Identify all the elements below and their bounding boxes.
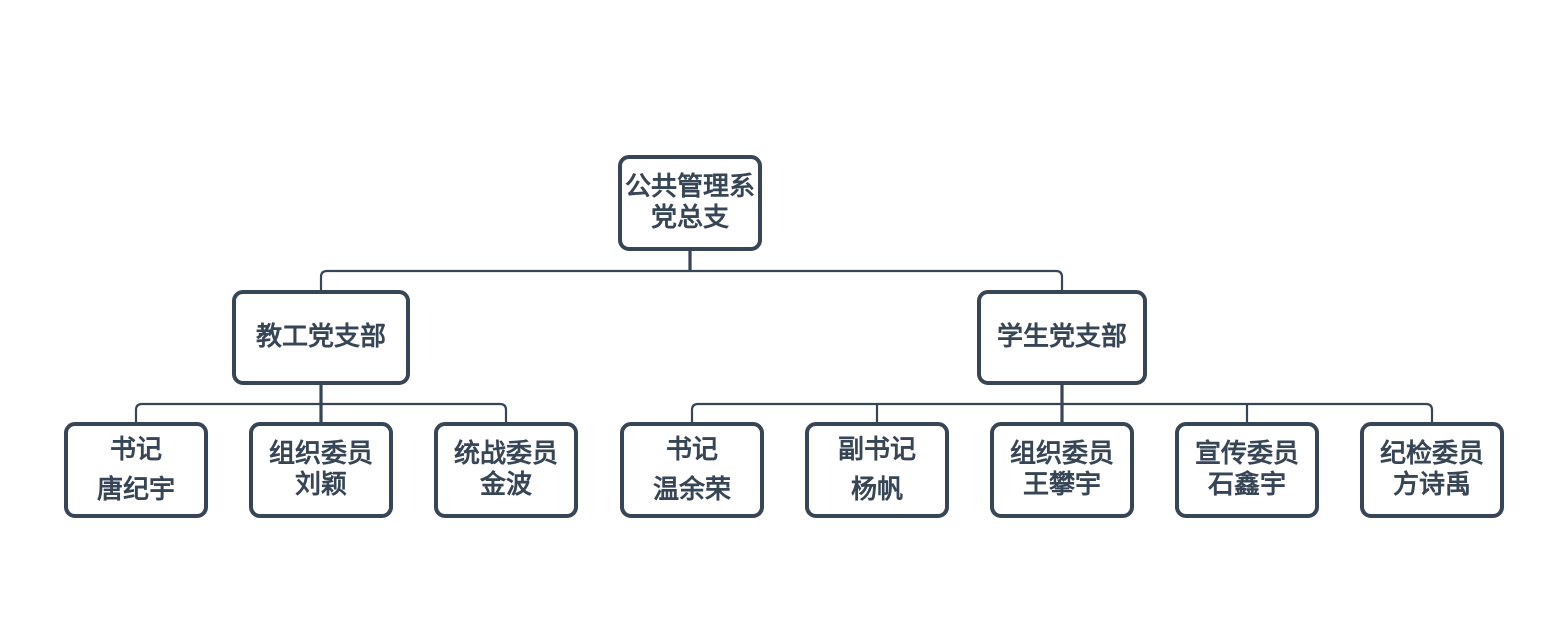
member-role: 宣传委员 [1194, 439, 1299, 469]
node-title-line: 教工党支部 [255, 322, 386, 352]
node-title-line: 公共管理系 [624, 172, 755, 202]
node-title-line: 党总支 [650, 203, 729, 233]
org-node-member-5[interactable]: 副书记 杨帆 [805, 422, 949, 518]
member-name: 杨帆 [850, 474, 903, 505]
member-role: 副书记 [837, 434, 916, 465]
member-role: 组织委员 [268, 439, 373, 469]
member-role: 组织委员 [1009, 439, 1114, 469]
org-node-member-3[interactable]: 统战委员 金波 [434, 422, 578, 518]
org-node-root[interactable]: 公共管理系 党总支 [618, 155, 762, 251]
org-node-member-8[interactable]: 纪检委员 方诗禹 [1360, 422, 1504, 518]
member-role: 纪检委员 [1379, 439, 1484, 469]
org-node-branch-faculty[interactable]: 教工党支部 [232, 290, 410, 385]
org-node-member-7[interactable]: 宣传委员 石鑫宇 [1175, 422, 1319, 518]
member-role: 统战委员 [453, 439, 558, 469]
org-node-member-1[interactable]: 书记 唐纪宇 [64, 422, 208, 518]
member-role: 书记 [109, 434, 162, 465]
member-name: 王攀宇 [1022, 470, 1101, 500]
org-node-member-6[interactable]: 组织委员 王攀宇 [990, 422, 1134, 518]
member-name: 方诗禹 [1392, 470, 1471, 500]
org-node-branch-student[interactable]: 学生党支部 [977, 290, 1147, 385]
member-name: 唐纪宇 [96, 474, 175, 505]
member-name: 石鑫宇 [1207, 470, 1286, 500]
member-name: 金波 [479, 470, 532, 500]
member-name: 刘颖 [294, 470, 347, 500]
org-node-member-4[interactable]: 书记 温余荣 [620, 422, 764, 518]
node-title-line: 学生党支部 [996, 322, 1127, 352]
org-node-member-2[interactable]: 组织委员 刘颖 [249, 422, 393, 518]
member-name: 温余荣 [652, 474, 731, 505]
member-role: 书记 [665, 434, 718, 465]
